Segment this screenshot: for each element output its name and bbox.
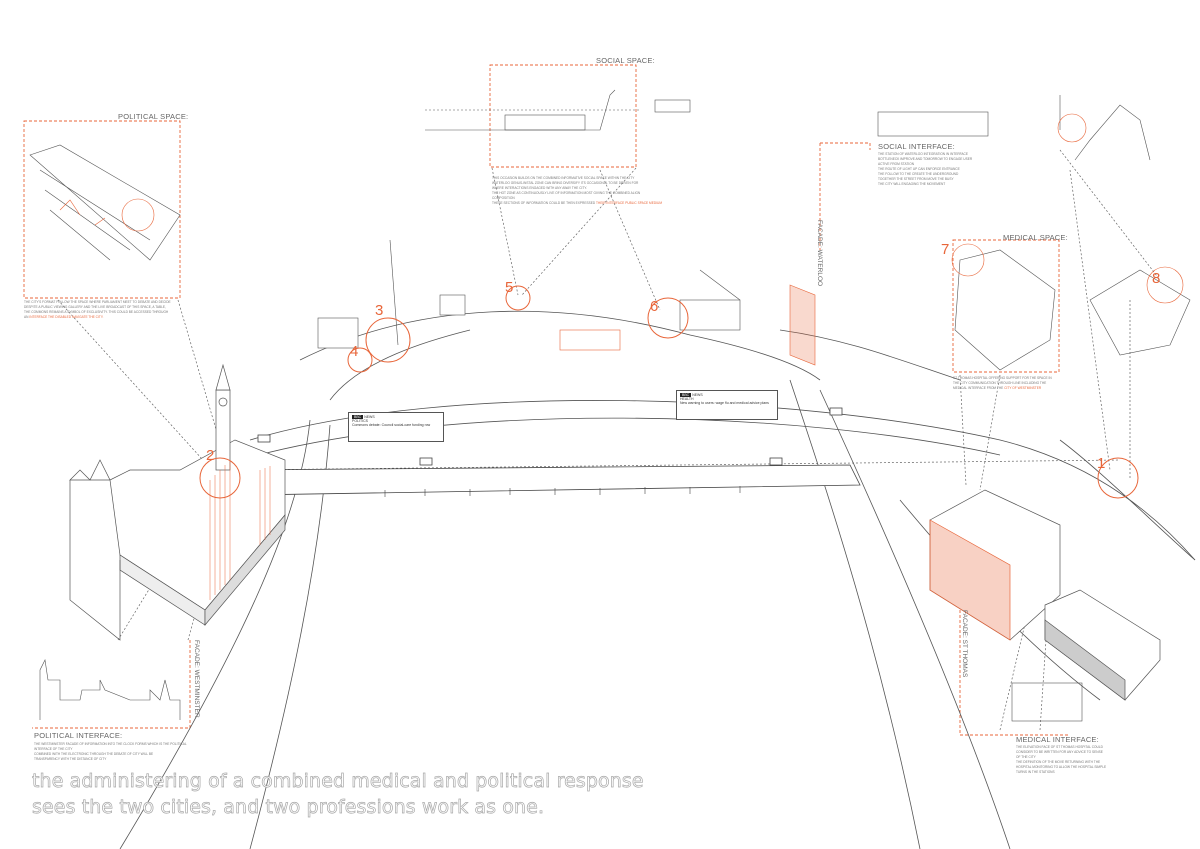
parliament <box>69 363 286 641</box>
bbc-logo: BBC <box>680 393 692 397</box>
bbc-logo: BBC <box>352 415 364 419</box>
political-space-sketch <box>29 144 181 261</box>
news-section: POLITICS <box>352 419 368 423</box>
medical-interface-line-1: THE ELEVATION FACE OF ST THOMAS HOSPITAL… <box>1016 745 1103 749</box>
route-number-4: 4 <box>350 343 359 360</box>
medical-space-text: ST THOMAS HOSPITAL OFFERING SUPPORT FOR … <box>953 376 1063 391</box>
social-interface-line-3: ACTIVE FROM STATION <box>878 162 915 166</box>
political-interface-line-2: INTERFACE OF THE CITY <box>34 747 73 751</box>
social-interface-line-2: BOTTLENECK IMPROVE AND TOMORROW TO ENGAG… <box>878 157 973 161</box>
medical-interface-title: MEDICAL INTERFACE: <box>1016 735 1099 744</box>
social-space-line-3: WHERE INTERACTIONS ENGAGED WITH ANY AWAY… <box>492 186 587 190</box>
political-interface-skyline <box>39 659 181 720</box>
political-space-highlight: INTERFACE THE DISABLED NAVIGATE THE CITY… <box>29 315 104 319</box>
social-space-line-4: THE HOT ZONE AS CONTINUOUSLY LIVE OF INF… <box>492 191 641 195</box>
caption-line-2: sees the two cities, and two professions… <box>32 796 545 819</box>
social-interface-line-5: THE FOLLOW TO THE CREATE THE UNDERGROUND <box>878 172 959 176</box>
political-interface-title: POLITICAL INTERFACE: <box>34 731 123 740</box>
far-bank-buildings <box>317 239 816 366</box>
social-interface-text: THE STATION OF WATERLOO INTEGRATION IN I… <box>878 152 988 187</box>
route-markers <box>199 285 1139 499</box>
route-number-6: 6 <box>650 298 659 315</box>
social-space-line-2: WATERLOO GENUS-INSTAL ZONE CAN BRING DIV… <box>492 181 639 185</box>
political-space-title: POLITICAL SPACE: <box>118 112 189 121</box>
facade-st-thomas-label: FACADE: ST THOMAS <box>961 610 968 678</box>
medical-interface-line-5: HOSPITAL MONITORING TO ALLOW THE HOSPITA… <box>1016 765 1107 769</box>
medical-space-highlight: CITY OF WESTMINSTER <box>1004 386 1042 390</box>
facade-waterloo-label: FACADE: WATERLOO <box>816 220 823 287</box>
medical-space-sketch <box>951 95 1191 722</box>
medical-space-line-2: THE CITY COMMUNICATION THROUGH LINE INCL… <box>953 381 1047 385</box>
social-space-text: THIS OCCASION BUILDS ON THE COMBINED INF… <box>492 176 662 206</box>
political-interface-line-4: TRANSPARENCY WITH THE DISTANCE OF CITY <box>34 757 107 761</box>
news-headline: Commons debate: Council social-care fund… <box>352 423 431 427</box>
news-tag: NEWS <box>692 393 703 397</box>
medical-interface-line-4: THE DEFINITION OF THE MOVE RETURNING WIT… <box>1016 760 1101 764</box>
news-tag: NEWS <box>364 415 375 419</box>
route-number-2: 2 <box>206 447 215 464</box>
social-space-sketch <box>425 89 989 137</box>
political-space-line-4: AN <box>24 315 29 319</box>
medical-space-line-1: ST THOMAS HOSPITAL OFFERING SUPPORT FOR … <box>953 376 1052 380</box>
medical-space-title: MEDICAL SPACE: <box>1003 233 1068 242</box>
political-space-line-2: DESPITE A PUBLIC VIEWING GALLERY AND THE… <box>24 305 166 309</box>
route-number-3: 3 <box>375 302 384 319</box>
social-interface-line-4: THE ROUTE OF LIGHT UP CAN ENFORCE ENTRAN… <box>878 167 960 171</box>
social-interface-line-7: THE CITY WILL ENGAGING THE MOVEMENT <box>878 182 946 186</box>
route-number-7: 7 <box>941 241 950 258</box>
news-banner-health: BBC NEWS HEALTH New warning to users: wa… <box>676 390 778 420</box>
news-headline: New warning to users: wage flu and medic… <box>680 401 769 405</box>
bridge <box>239 407 861 497</box>
route-number-5: 5 <box>505 279 514 296</box>
social-interface-line-1: THE STATION OF WATERLOO INTEGRATION IN I… <box>878 152 968 156</box>
medical-interface-line-2: CONSIDER TO BE WRITTEN FOR ANY ADVICE TO… <box>1016 750 1103 754</box>
social-space-line-5: COMPOSITION <box>492 196 515 200</box>
social-space-line-1: THIS OCCASION BUILDS ON THE COMBINED INF… <box>492 176 635 180</box>
caption-line-1: the administering of a combined medical … <box>32 770 644 793</box>
political-interface-text: THE WESTMINSTER FACADE OF INFORMATION IN… <box>34 742 204 762</box>
medical-space-line-3: MEDICAL INTERFACE FROM THE <box>953 386 1004 390</box>
political-space-text: THE CITY'S FORMAT FOLLOW THE SPACE WHERE… <box>24 300 264 320</box>
social-interface-line-6: TOGETHER THE STREET FROM MOVE THE BUSY <box>878 177 954 181</box>
facade-westminster-label: FACADE: WESTMINSTER <box>193 640 200 718</box>
political-space-line-3: THE COMMONS REMAINS A SYMBOL OF EXCLUSIV… <box>24 310 169 314</box>
political-interface-line-1: THE WESTMINSTER FACADE OF INFORMATION IN… <box>34 742 187 746</box>
medical-interface-line-6: TURNS IN THE STATIONS <box>1016 770 1055 774</box>
social-space-highlight: THEIR INTERFACE PUBLIC SPACE MEDIUM <box>595 201 662 205</box>
social-space-title: SOCIAL SPACE: <box>596 56 655 65</box>
medical-interface-text: THE ELEVATION FACE OF ST THOMAS HOSPITAL… <box>1016 745 1116 775</box>
route-number-8: 8 <box>1152 270 1161 287</box>
social-interface-title: SOCIAL INTERFACE: <box>878 142 955 151</box>
news-banner-politics: BBC NEWS POLITICS Commons debate: Counci… <box>348 412 444 442</box>
political-interface-line-3: COMBINED WITH THE ELECTRONIC THROUGH THE… <box>34 752 154 756</box>
route-number-1: 1 <box>1097 455 1106 472</box>
sight-lines <box>57 149 1161 731</box>
social-space-line-6: THESE SECTIONS OF INFORMATION COULD BE T… <box>492 201 596 205</box>
news-section: HEALTH <box>680 397 694 401</box>
political-space-line-1: THE CITY'S FORMAT FOLLOW THE SPACE WHERE… <box>24 300 171 304</box>
st-thomas-hospital <box>929 489 1161 701</box>
medical-interface-line-3: OF THE CITY <box>1016 755 1036 759</box>
